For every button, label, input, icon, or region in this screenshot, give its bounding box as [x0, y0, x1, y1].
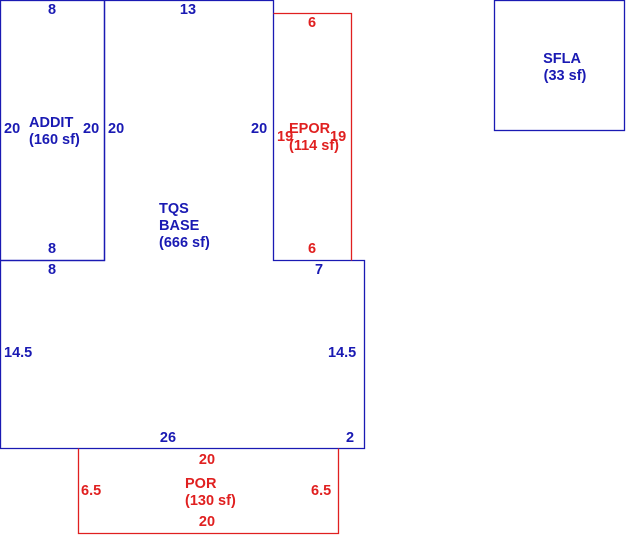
sfla-area-outline [493, 0, 626, 132]
base-bottom-dimension: 26 [160, 430, 176, 446]
addit-bottom-dimension: 8 [48, 241, 56, 257]
epor-left-dimension: 19 [277, 129, 293, 145]
epor-bottom-dimension: 6 [308, 241, 316, 257]
base-area-name-line2: BASE [159, 218, 200, 234]
base-area-size: (666 sf) [159, 235, 210, 251]
epor-area-name: EPOR [289, 121, 331, 137]
epor-area-outline [273, 12, 353, 261]
por-area-name: POR [185, 476, 217, 492]
base-lower-right-dimension: 14.5 [328, 345, 356, 361]
sfla-area-size: (33 sf) [544, 68, 587, 84]
addit-area-size: (160 sf) [29, 132, 80, 148]
addit-top-dimension: 8 [48, 2, 56, 18]
addit-right-dimension: 20 [83, 121, 99, 137]
epor-top-dimension: 6 [308, 15, 316, 31]
por-left-dimension: 6.5 [81, 483, 101, 499]
por-bottom-dimension: 20 [199, 514, 215, 530]
por-area-size: (130 sf) [185, 493, 236, 509]
por-right-dimension: 6.5 [311, 483, 331, 499]
base-bottom-right-dimension: 2 [346, 430, 354, 446]
epor-right-dimension: 19 [330, 129, 346, 145]
base-step-right-dimension: 7 [315, 262, 323, 278]
base-top-dimension: 13 [180, 2, 196, 18]
epor-area-size: (114 sf) [289, 138, 339, 154]
base-lower-left-dimension: 14.5 [4, 345, 32, 361]
base-step-left-dimension: 8 [48, 262, 56, 278]
sfla-area-name: SFLA [543, 51, 581, 67]
addit-left-dimension: 20 [4, 121, 20, 137]
base-area-name-line1: TQS [159, 201, 189, 217]
por-top-dimension: 20 [199, 452, 215, 468]
base-upper-left-dimension: 20 [108, 121, 124, 137]
addit-area-name: ADDIT [29, 115, 73, 131]
base-area-outline [0, 0, 366, 450]
por-area-outline [77, 448, 340, 535]
base-upper-right-dimension: 20 [251, 121, 267, 137]
